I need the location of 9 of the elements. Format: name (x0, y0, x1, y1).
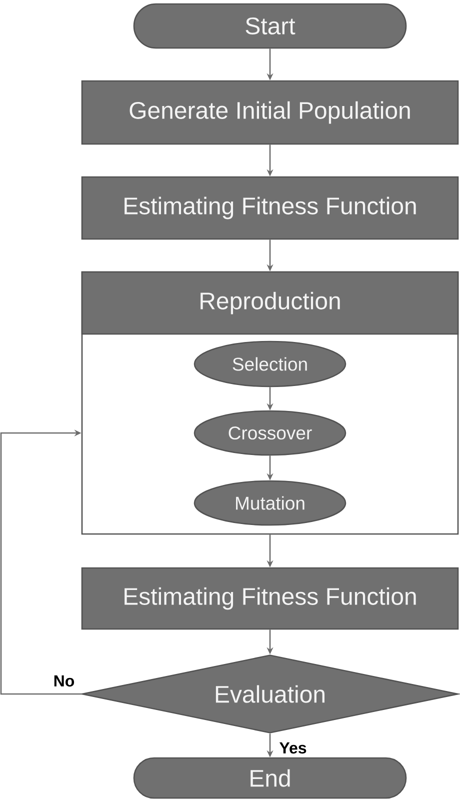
edge-label: No (52, 674, 76, 688)
arrow (0, 430, 82, 695)
edge-label: Yes (278, 741, 308, 755)
process-box: Estimating Fitness Function (81, 176, 459, 240)
terminal-box: End (133, 757, 407, 799)
process-box: Estimating Fitness Function (81, 567, 459, 630)
terminal-box: Start (133, 3, 407, 49)
process-box: Generate Initial Population (81, 80, 459, 145)
header-box: Reproduction (81, 271, 459, 335)
